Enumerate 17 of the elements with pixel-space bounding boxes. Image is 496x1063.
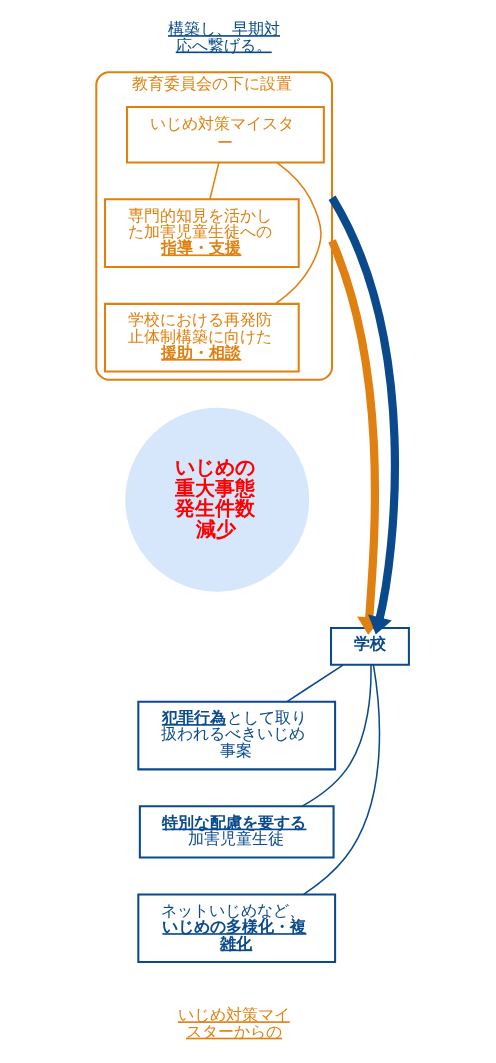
node-circle: いじめの重大事態発生件数減少 xyxy=(124,407,309,592)
node-box: 学校 xyxy=(329,626,410,666)
node-box: 犯罪行為として取り扱われるべきいじめ事案 xyxy=(136,700,336,771)
label: いじめ対策マイスターからの xyxy=(177,1005,290,1041)
connector xyxy=(208,161,220,201)
connector xyxy=(285,664,344,703)
node-box: 専門的知見を活かした加害児童生徒への指導・支援 xyxy=(103,198,300,268)
label: 構築し、早期対応へ繋げる。 xyxy=(167,19,280,55)
arrow xyxy=(327,239,381,635)
node-box: ネットいじめなど、いじめの多様化・複雑化 xyxy=(136,893,336,964)
node-box: 特別な配慮を要する加害児童生徒 xyxy=(138,805,335,859)
arrow xyxy=(327,195,399,635)
connector xyxy=(300,664,372,807)
node-box: 学校における再発防止体制構築に向けた援助・相談 xyxy=(103,302,300,373)
connector xyxy=(274,161,322,305)
node-box: いじめ対策マイスター xyxy=(125,106,325,164)
connector xyxy=(302,664,380,896)
